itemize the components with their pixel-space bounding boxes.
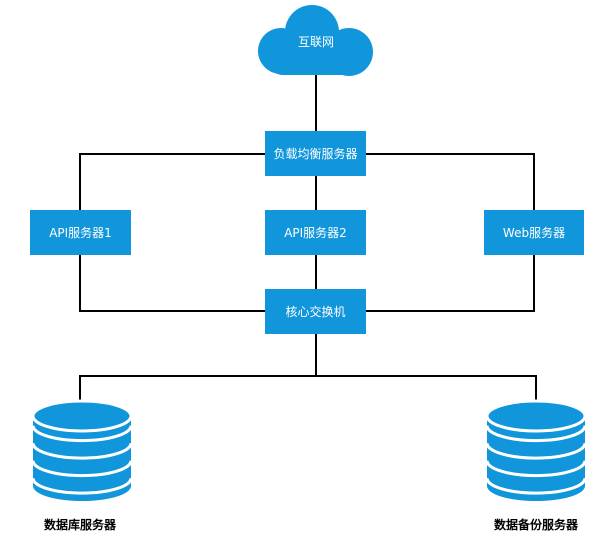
database-stripe bbox=[485, 460, 587, 478]
core-switch-label: 核心交换机 bbox=[285, 304, 345, 319]
database-stripe bbox=[485, 477, 587, 495]
database-stripe bbox=[485, 442, 587, 460]
api-server-1-label: API服务器1 bbox=[49, 225, 112, 240]
database-server-node: 数据库服务器 bbox=[31, 399, 133, 532]
api-server-1-node: API服务器1 bbox=[30, 210, 131, 255]
web-server-node: Web服务器 bbox=[484, 210, 584, 255]
load-balancer-box bbox=[265, 131, 366, 176]
api-server-2-box bbox=[265, 210, 366, 255]
connector-bus-db bbox=[79, 375, 316, 400]
internet-node: 互联网 bbox=[258, 5, 373, 76]
connector-lb-web bbox=[366, 153, 535, 210]
database-icon bbox=[31, 399, 133, 501]
database-stripe bbox=[485, 425, 587, 443]
database-top bbox=[31, 399, 133, 433]
backup-server-label: 数据备份服务器 bbox=[494, 517, 579, 532]
core-switch-box bbox=[265, 289, 366, 334]
web-server-box bbox=[484, 210, 584, 255]
web-server-label: Web服务器 bbox=[503, 225, 565, 240]
database-icon bbox=[485, 399, 587, 501]
connector-api1-switch bbox=[79, 255, 265, 312]
api-server-1-box bbox=[30, 210, 131, 255]
connector-web-switch bbox=[366, 255, 535, 312]
cloud-icon bbox=[258, 5, 373, 76]
internet-label: 互联网 bbox=[298, 35, 334, 49]
load-balancer-label: 负载均衡服务器 bbox=[273, 146, 357, 161]
database-top bbox=[485, 399, 587, 433]
connector-bus-backup bbox=[316, 375, 537, 400]
load-balancer-node: 负载均衡服务器 bbox=[265, 131, 366, 176]
database-stripe bbox=[31, 425, 133, 443]
connectors bbox=[79, 74, 537, 400]
core-switch-node: 核心交换机 bbox=[265, 289, 366, 334]
api-server-2-label: API服务器2 bbox=[284, 225, 347, 240]
database-stripe bbox=[31, 460, 133, 478]
database-stripe bbox=[31, 477, 133, 495]
database-stripe bbox=[31, 442, 133, 460]
api-server-2-node: API服务器2 bbox=[265, 210, 366, 255]
backup-server-node: 数据备份服务器 bbox=[485, 399, 587, 532]
database-server-label: 数据库服务器 bbox=[44, 517, 117, 532]
connector-lb-api1 bbox=[79, 153, 265, 210]
